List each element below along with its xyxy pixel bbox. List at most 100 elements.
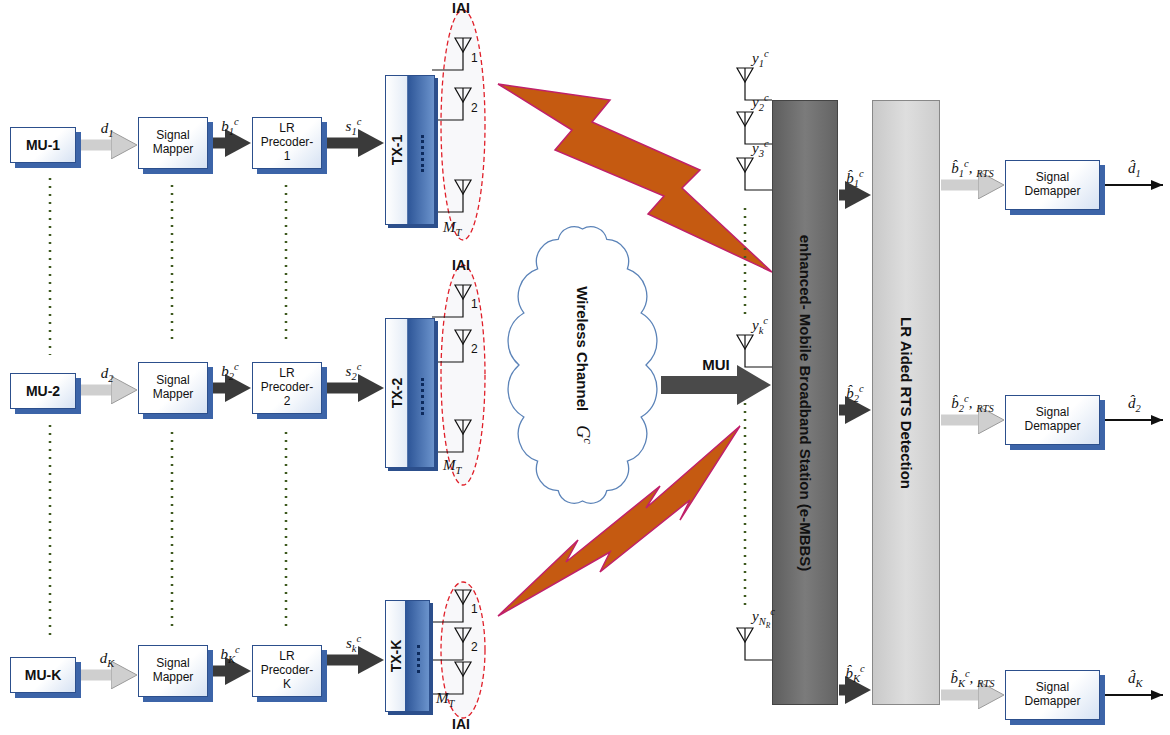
interference-label: IAI [452,717,470,732]
antenna-feed [432,420,463,452]
node-title: LR Aided RTS Detection [897,317,914,489]
node-title: MU-2 [26,383,60,399]
process-box: LR Precoder-2 [252,362,322,414]
transmitter-box: TX-2 [385,318,435,468]
process-box: LR Precoder- K [252,645,322,697]
antenna-feed [432,38,463,70]
process-box: Signal Mapper [138,362,208,414]
signal-label: b2c [221,363,238,380]
continuation-dots [171,185,174,345]
antenna-number: 1 [471,298,478,311]
antenna-number: 2 [471,102,478,115]
signal-label: d̂2 [1128,395,1141,412]
signal-label: y1c [752,50,769,67]
output-arrow [1100,694,1163,696]
interference-label: IAI [452,1,470,16]
signal-label: b̂2c, RTS [951,395,993,412]
antenna-feed [432,180,463,212]
interference-label: MUI [702,357,730,374]
node-title: TX-2 [389,378,405,408]
antenna-number: 2 [471,343,478,356]
process-box: Signal Demapper [1005,395,1100,445]
antenna-number: 2 [471,641,478,654]
node-title: enhanced- Mobile Broadband Station (e-MB… [796,234,813,571]
node-title: TX-K [388,640,404,673]
detector-bar: LR Aided RTS Detection [872,100,940,705]
signal-label: b̂Kc, RTS [950,670,994,687]
node-title: Signal Mapper [144,374,202,402]
antenna-feed [432,662,463,694]
signal-label: b̂Kc [845,665,864,682]
signal-label: s1c [346,118,362,135]
signal-arrow [941,415,986,426]
antenna-feed [745,335,772,367]
signal-arrow [209,383,233,394]
process-box: Signal Mapper [138,645,208,697]
signal-label: yNRc [752,608,775,626]
mobile-user-box: MU-1 [10,127,76,163]
antenna-feed [745,158,772,190]
signal-label: MT [436,690,454,707]
signal-arrow [209,138,233,149]
base-station-bar: enhanced- Mobile Broadband Station (e-MB… [772,100,838,705]
signal-arrow [839,405,853,416]
signal-arrow [661,376,747,394]
node-title: MU-1 [26,137,60,153]
signal-label: y2c [752,94,769,111]
tx-dots [421,135,424,172]
node-title: Signal Demapper [1011,681,1094,709]
signal-label: b̂1c, RTS [951,160,993,177]
node-title: Signal Mapper [144,657,202,685]
antenna-feed [432,590,463,622]
continuation-dots [49,425,52,640]
signal-arrow [941,180,986,191]
signal-arrow [77,140,119,151]
node-title: LR Precoder- K [258,650,316,691]
antenna-feed [432,285,463,317]
output-arrow [1100,419,1163,421]
signal-arrow [839,190,853,201]
process-box: LR Precoder-1 [252,117,322,169]
tx-dots [417,645,420,673]
tx-dots [421,378,424,415]
signal-arrow [77,670,119,681]
signal-label: y3c [752,140,769,157]
node-symbol: Gc [572,425,593,444]
output-arrow [1100,184,1163,186]
signal-label: d2 [101,365,114,382]
signal-label: b̂1c [846,170,863,187]
transmitter-box: TX-1 [385,75,435,225]
process-box: Signal Demapper [1005,160,1100,210]
antenna-feed [745,628,772,660]
node-title: Signal Demapper [1011,406,1094,434]
node-title: Signal Demapper [1011,171,1094,199]
signal-arrow [323,138,366,149]
signal-label: MT [443,457,461,474]
interference-label: IAI [452,258,470,273]
continuation-dots [744,395,747,610]
signal-label: dK [100,650,115,667]
continuation-dots [171,432,174,628]
signal-label: skc [346,635,361,652]
signal-label: b1c [221,118,238,135]
antenna-feed [432,88,463,120]
antenna-feed [432,330,463,362]
continuation-dots [285,185,288,345]
cloud-shape [508,227,657,504]
antenna-number: 1 [471,52,478,65]
node-title: Signal Mapper [144,129,202,157]
continuation-dots [49,178,52,355]
lightning-bolt [498,84,772,272]
process-box: Signal Mapper [138,117,208,169]
channel-cloud: Wireless ChannelGc [505,215,660,515]
signal-label: b̂2c [846,385,863,402]
continuation-dots [744,208,747,318]
signal-label: d̂K [1128,670,1143,687]
signal-arrow [323,655,366,666]
signal-label: d1 [101,120,114,137]
node-title: TX-1 [389,135,405,165]
signal-arrow [209,666,233,677]
node-title: Wireless Channel [574,286,591,411]
transmitter-box: TX-K [385,600,430,712]
